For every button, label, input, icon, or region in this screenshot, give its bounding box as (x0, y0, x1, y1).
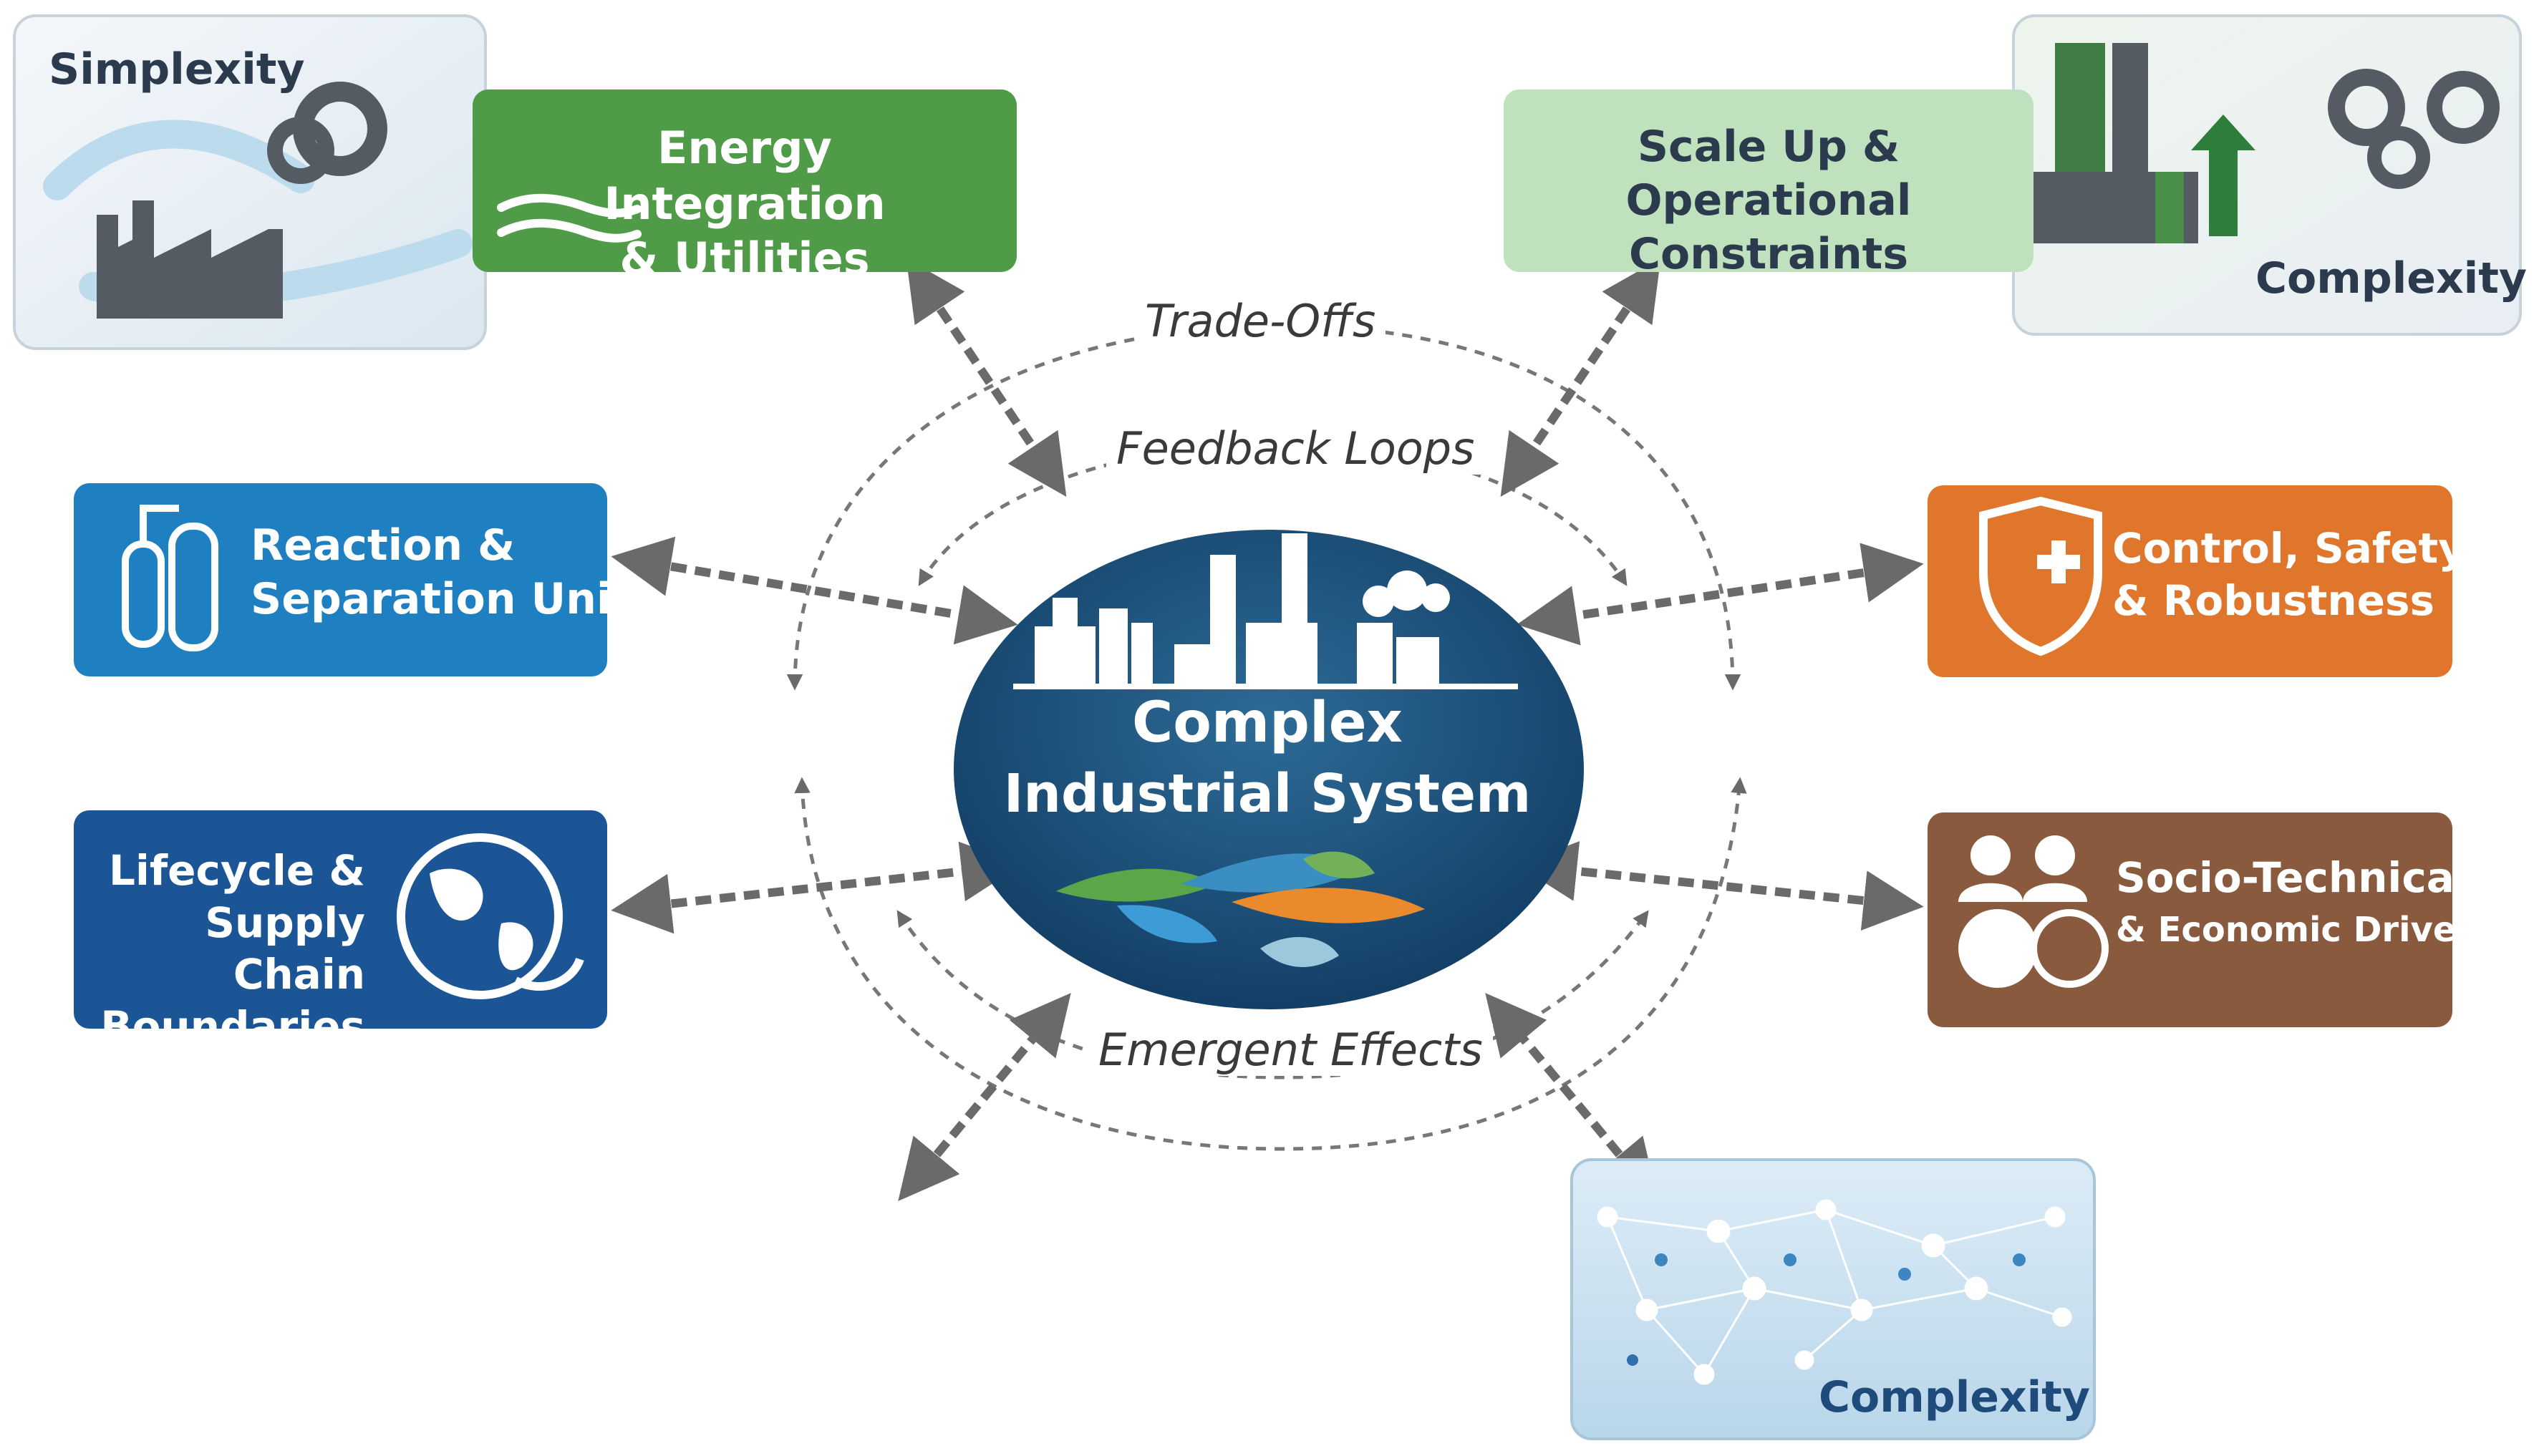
lifecycle-card (74, 810, 607, 1029)
feedback-loops-label: Feedback Loops (1106, 422, 1485, 475)
waves-icon (497, 193, 642, 243)
simplexity-illustration (43, 82, 473, 319)
socio-line1: Socio-Technical (2116, 853, 2469, 902)
reaction-line1: Reaction & (251, 520, 516, 571)
energy-card (473, 89, 1017, 272)
center-line1: Complex (1132, 691, 1403, 755)
industrial-skyline-icon (1013, 533, 1518, 689)
socio-title: Socio-Technical & Economic Drivers (2116, 852, 2494, 951)
arrow-scale-up (1500, 258, 1661, 497)
outer-loop-bottom (794, 777, 1747, 1151)
lifecycle-line1: Lifecycle & (109, 846, 365, 895)
arrow-emergent-left (898, 993, 1071, 1201)
energy-line1: Energy Integration (604, 122, 886, 230)
control-line2: & Robustness (2112, 576, 2435, 625)
people-money-icon (1958, 835, 2109, 988)
globe-icon (397, 833, 584, 999)
energy-title: Energy Integration & Utilities (544, 120, 945, 287)
emergent-effects-label: Emergent Effects (1088, 1024, 1493, 1076)
complexity-top-label: Complexity (2255, 253, 2528, 304)
complexity-top-illustration (2034, 43, 2500, 243)
control-card (1928, 485, 2452, 677)
lifecycle-line2: Supply Chain (205, 898, 365, 999)
test-tubes-icon (122, 505, 218, 651)
scale-up-line1: Scale Up & (1637, 122, 1900, 172)
network-graph-icon (1597, 1199, 2072, 1385)
arrow-energy (906, 258, 1067, 497)
socio-line2: & Economic Drivers (2116, 909, 2494, 950)
leaves-icon (1056, 851, 1425, 968)
complexity-bottom-label: Complexity (1819, 1372, 2091, 1422)
arrow-reaction (611, 536, 1018, 645)
control-line1: Control, Safety (2112, 524, 2465, 573)
simplexity-label: Simplexity (49, 44, 305, 94)
arrow-complexity-bottom (1485, 993, 1658, 1201)
control-title: Control, Safety & Robustness (2112, 523, 2465, 626)
center-line2: Industrial System (1003, 763, 1532, 825)
lifecycle-line3: Boundaries (100, 1001, 365, 1051)
lifecycle-title: Lifecycle & Supply Chain Boundaries (93, 845, 365, 1052)
center-title: Complex Industrial System (952, 687, 1582, 829)
arrow-control (1517, 543, 1924, 646)
reaction-title: Reaction & Separation Units (251, 519, 657, 626)
reaction-line2: Separation Units (251, 574, 657, 624)
inner-loop-bottom (896, 910, 1649, 1079)
arrow-socio (1517, 841, 1924, 931)
scale-up-line2: Operational Constraints (1625, 175, 1912, 279)
trade-offs-label: Trade-Offs (1135, 295, 1386, 347)
energy-line2: & Utilities (619, 233, 870, 285)
scale-up-title: Scale Up & Operational Constraints (1518, 120, 2019, 281)
arrow-lifecycle (611, 841, 1022, 934)
spoke-arrows (611, 258, 1924, 1201)
shield-icon (1979, 496, 2102, 656)
scale-up-card (1504, 89, 2034, 272)
